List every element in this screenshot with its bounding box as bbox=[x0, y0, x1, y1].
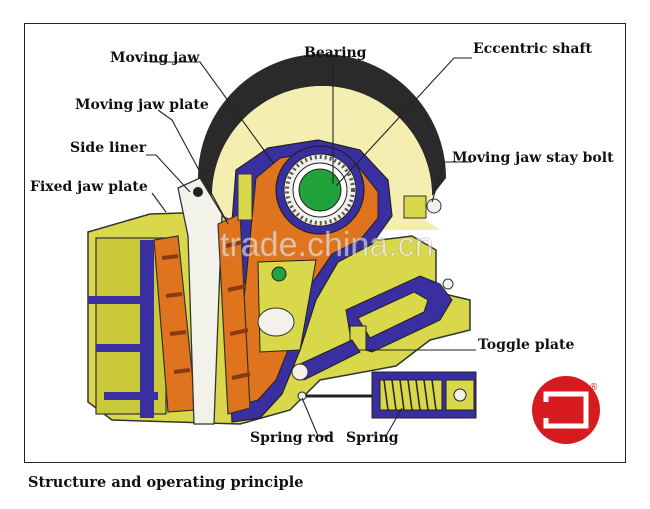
registered-mark: ® bbox=[590, 382, 598, 393]
label-moving-jaw: Moving jaw bbox=[110, 50, 200, 66]
moving-jaw-plate bbox=[217, 213, 251, 415]
spring-rod bbox=[297, 391, 376, 401]
toggle-plate bbox=[291, 339, 361, 381]
eccentric-shaft bbox=[298, 168, 342, 212]
label-spring: Spring bbox=[346, 430, 399, 446]
label-moving-jaw-plate: Moving jaw plate bbox=[75, 97, 209, 113]
leader-lines bbox=[146, 57, 476, 437]
spring bbox=[371, 371, 477, 419]
label-moving-jaw-stay-bolt: Moving jaw stay bolt bbox=[452, 150, 614, 166]
side-liner bbox=[177, 177, 223, 425]
fixed-jaw-plate bbox=[153, 235, 197, 413]
label-spring-rod: Spring rod bbox=[250, 430, 334, 446]
label-bearing: Bearing bbox=[304, 45, 367, 61]
label-fixed-jaw-plate: Fixed jaw plate bbox=[30, 179, 148, 195]
fixed-jaw-ribs bbox=[88, 240, 158, 418]
moving-jaw-stay-bolt bbox=[237, 173, 442, 221]
brand-logo: ® bbox=[532, 376, 600, 444]
label-side-liner: Side liner bbox=[70, 140, 147, 156]
label-toggle-plate: Toggle plate bbox=[478, 337, 574, 353]
watermark-text: trade.china.cn bbox=[220, 226, 434, 264]
diagram-caption: Structure and operating principle bbox=[28, 474, 304, 491]
label-eccentric-shaft: Eccentric shaft bbox=[473, 41, 593, 57]
toggle-assembly bbox=[345, 275, 454, 353]
